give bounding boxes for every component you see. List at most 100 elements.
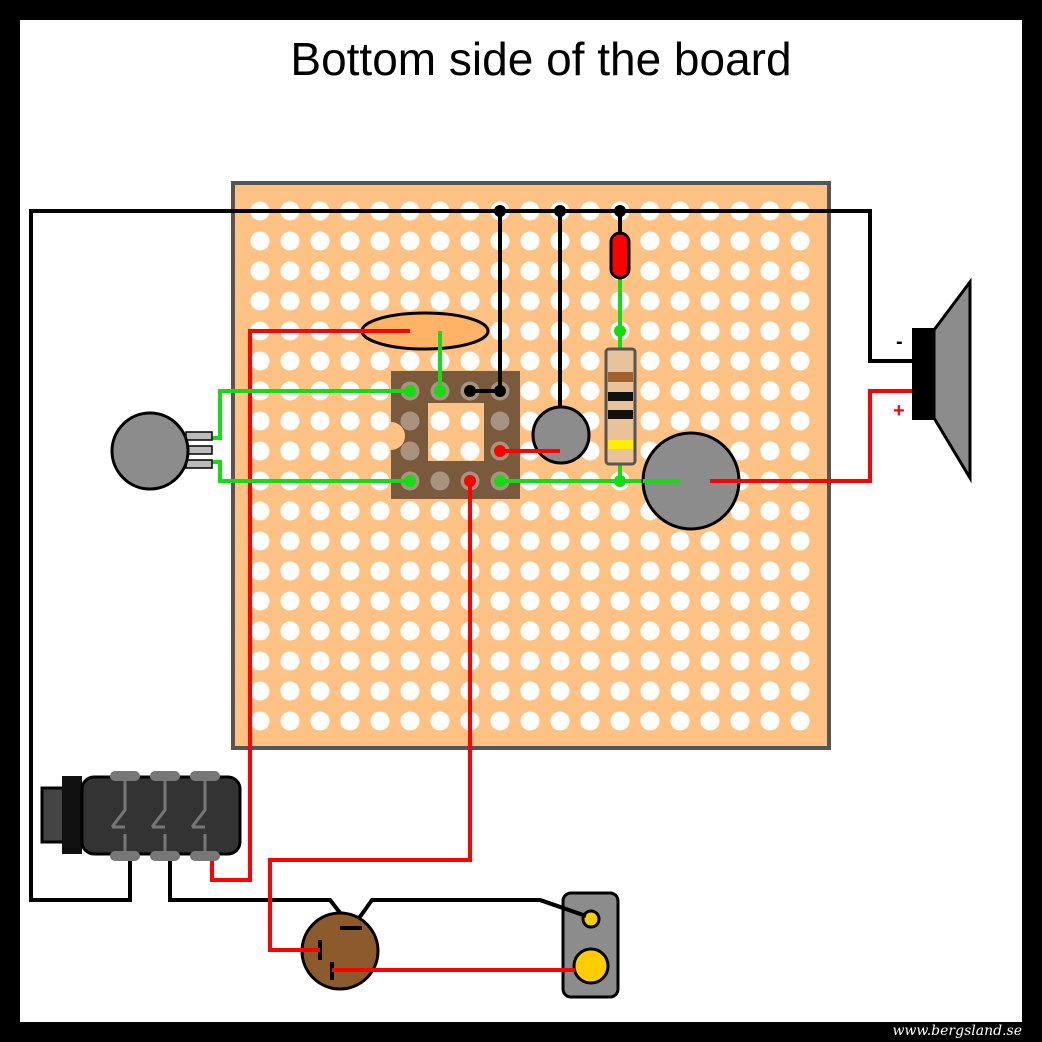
board-hole xyxy=(340,231,360,251)
board-hole xyxy=(250,621,270,641)
board-hole xyxy=(430,231,450,251)
board-hole xyxy=(730,591,750,611)
board-hole xyxy=(250,231,270,251)
board-hole xyxy=(520,621,540,641)
board-hole xyxy=(700,681,720,701)
board-hole xyxy=(700,621,720,641)
board-hole xyxy=(790,531,810,551)
board-hole xyxy=(700,531,720,551)
perfboard-holes xyxy=(250,201,810,731)
board-hole xyxy=(580,621,600,641)
board-hole xyxy=(370,651,390,671)
board-hole xyxy=(760,351,780,371)
board-hole xyxy=(310,501,330,521)
board-hole xyxy=(520,351,540,371)
board-hole xyxy=(250,681,270,701)
board-hole xyxy=(280,231,300,251)
board-hole xyxy=(580,501,600,521)
board-hole xyxy=(760,441,780,461)
board-hole xyxy=(490,621,510,641)
board-hole xyxy=(370,591,390,611)
board-hole xyxy=(760,381,780,401)
board-hole xyxy=(310,681,330,701)
board-hole xyxy=(730,351,750,371)
junction-dots xyxy=(404,205,626,487)
diode-icon xyxy=(609,231,631,280)
board-hole xyxy=(730,441,750,461)
board-hole xyxy=(310,291,330,311)
board-hole xyxy=(250,531,270,551)
board-hole xyxy=(520,321,540,341)
battery-holder-icon xyxy=(561,891,620,999)
board-hole xyxy=(490,501,510,521)
board-hole xyxy=(490,531,510,551)
board-hole xyxy=(310,351,330,371)
board-hole xyxy=(790,681,810,701)
board-hole xyxy=(700,381,720,401)
board-hole xyxy=(670,681,690,701)
board-hole xyxy=(610,621,630,641)
board-hole xyxy=(400,231,420,251)
board-hole xyxy=(460,291,480,311)
board-hole xyxy=(670,411,690,431)
board-hole xyxy=(310,561,330,581)
small-capacitor-icon xyxy=(531,405,591,465)
board-hole xyxy=(640,591,660,611)
board-hole xyxy=(430,591,450,611)
board-hole xyxy=(730,291,750,311)
board-hole xyxy=(760,261,780,281)
speaker-minus-label: - xyxy=(896,331,903,353)
board-hole xyxy=(310,231,330,251)
board-hole xyxy=(250,351,270,371)
jack-icon xyxy=(40,771,242,861)
board-hole xyxy=(760,321,780,341)
board-hole xyxy=(400,621,420,641)
board-hole xyxy=(790,621,810,641)
board-hole xyxy=(280,561,300,581)
board-hole xyxy=(790,561,810,581)
board-hole xyxy=(370,411,390,431)
board-hole xyxy=(520,261,540,281)
board-hole xyxy=(340,531,360,551)
board-hole xyxy=(700,411,720,431)
board-hole xyxy=(550,621,570,641)
board-hole xyxy=(580,321,600,341)
board-hole xyxy=(790,411,810,431)
board-hole xyxy=(730,411,750,431)
speaker-icon xyxy=(912,277,972,484)
credit-text: www.bergsland.se xyxy=(892,1023,1022,1039)
board-hole xyxy=(610,651,630,671)
board-hole xyxy=(760,411,780,431)
board-hole xyxy=(460,351,480,371)
board-hole xyxy=(490,651,510,671)
board-hole xyxy=(670,561,690,581)
board-hole xyxy=(370,441,390,461)
board-hole xyxy=(610,531,630,551)
board-hole xyxy=(760,501,780,521)
board-hole xyxy=(580,291,600,311)
board-hole xyxy=(340,681,360,701)
board-hole xyxy=(430,291,450,311)
board-hole xyxy=(610,561,630,581)
board-hole xyxy=(700,261,720,281)
board-hole xyxy=(790,501,810,521)
board-hole xyxy=(490,561,510,581)
board-hole xyxy=(640,291,660,311)
board-hole xyxy=(430,681,450,701)
board-hole xyxy=(790,441,810,461)
board-hole xyxy=(340,411,360,431)
board-hole xyxy=(370,561,390,581)
board-hole xyxy=(640,531,660,551)
board-hole xyxy=(250,711,270,731)
board-hole xyxy=(250,291,270,311)
board-hole xyxy=(370,501,390,521)
board-hole xyxy=(640,651,660,671)
board-hole xyxy=(730,531,750,551)
board-hole xyxy=(280,291,300,311)
board-hole xyxy=(640,351,660,371)
board-hole xyxy=(280,261,300,281)
board-hole xyxy=(250,501,270,521)
board-hole xyxy=(310,411,330,431)
board-hole xyxy=(280,591,300,611)
